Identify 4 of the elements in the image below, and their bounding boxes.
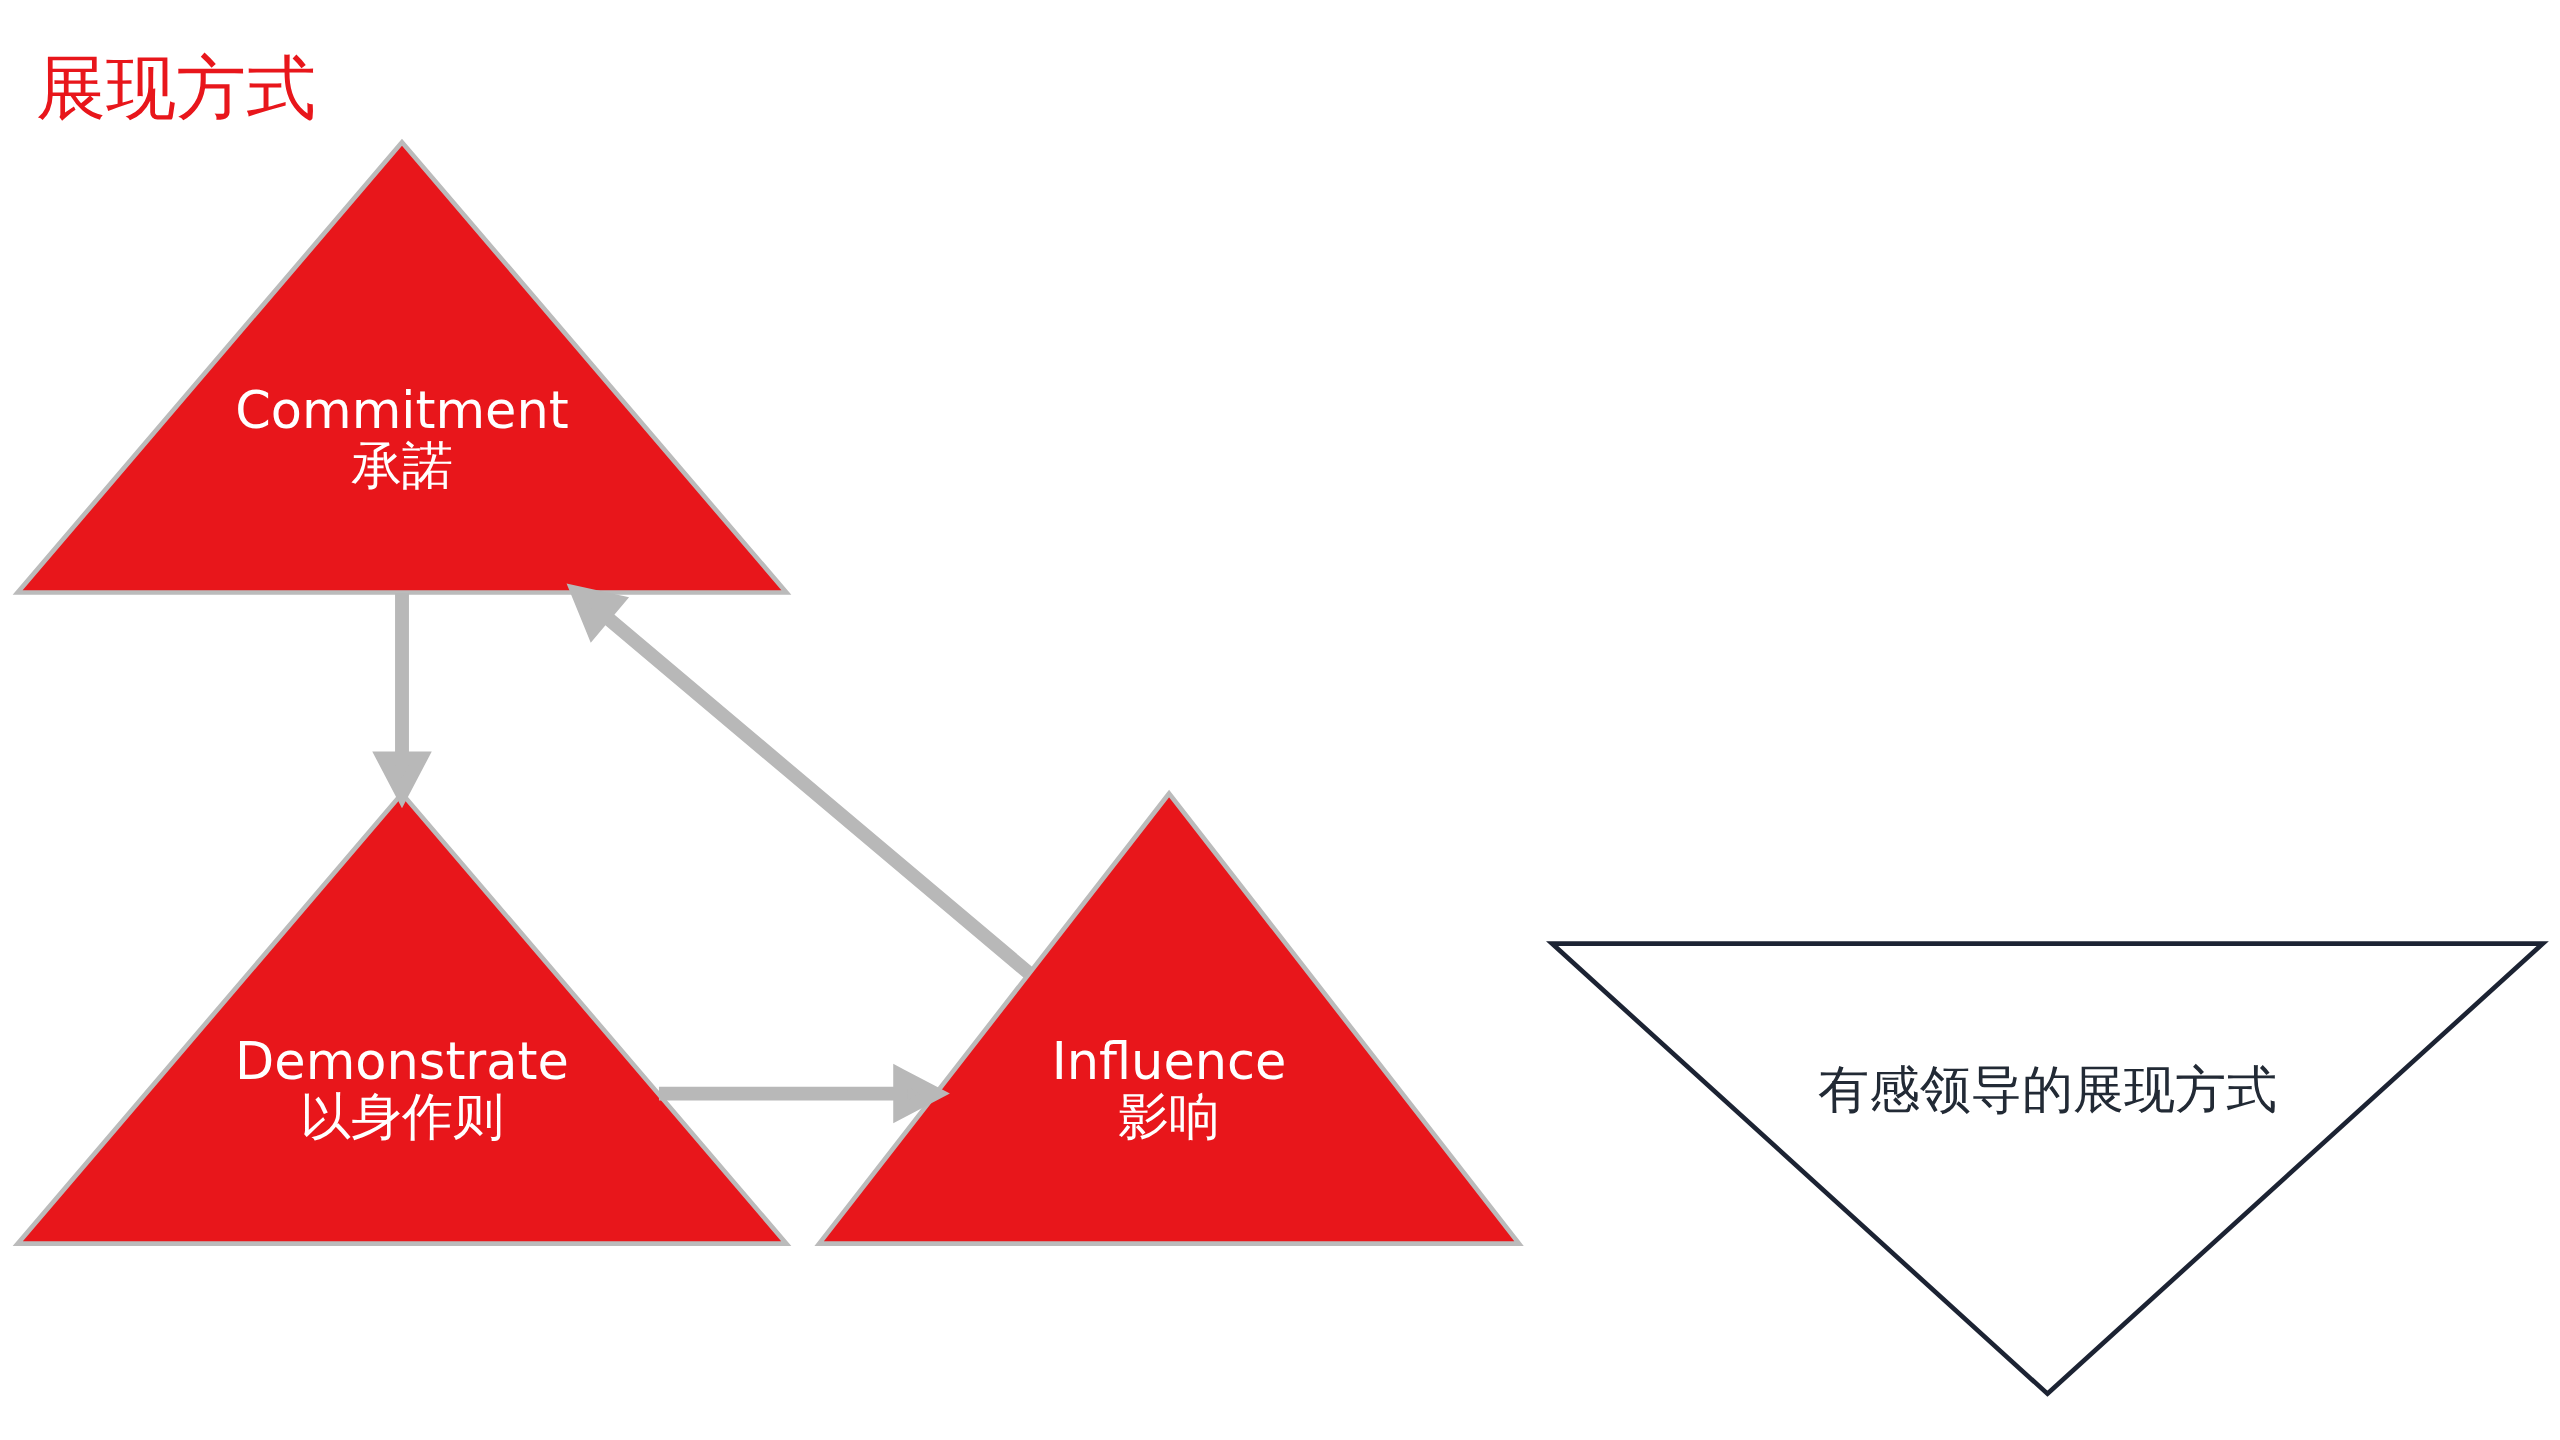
arrow bbox=[658, 1063, 950, 1123]
arrow bbox=[372, 592, 432, 808]
diagram-title: 展现方式 bbox=[36, 46, 317, 128]
arrow bbox=[566, 582, 1034, 979]
